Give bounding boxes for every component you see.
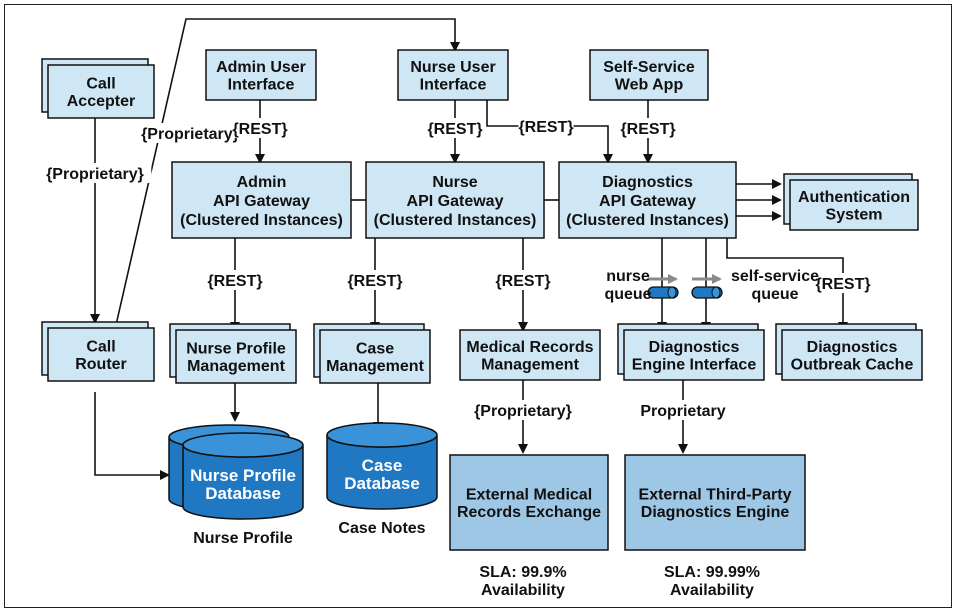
label-rest-nurse-profile: {REST} (207, 273, 262, 290)
label-rest-cache: {REST} (815, 276, 870, 293)
label-rest-nurse-diag: {REST} (518, 119, 573, 136)
diagram-frame (4, 4, 952, 608)
label-rest-medical: {REST} (495, 273, 550, 290)
connector-labels: {Proprietary}{Proprietary}{REST}{REST}{R… (38, 116, 871, 599)
sla-medical: SLA: 99.9%Availability (479, 564, 566, 599)
router-to-nurse-db (94, 392, 170, 480)
label-rest-admin: {REST} (232, 121, 287, 138)
nurse-queue-icon (647, 286, 679, 299)
label-rest-self: {REST} (620, 121, 675, 138)
nurse-profile-db-caption: Nurse Profile (193, 530, 293, 547)
label-proprietary-router: {Proprietary} (141, 126, 239, 143)
diag-gw-to-cache (726, 238, 848, 332)
label-proprietary-accepter: {Proprietary} (46, 166, 144, 183)
case-db-caption: Case Notes (338, 520, 425, 537)
sla-diag: SLA: 99.99%Availability (664, 564, 760, 599)
label-rest-case: {REST} (347, 273, 402, 290)
label-proprietary-medical: {Proprietary} (474, 403, 572, 420)
self-service-queue-icon (691, 286, 723, 299)
label-proprietary-engine: Proprietary (640, 403, 725, 420)
label-rest-nurse: {REST} (427, 121, 482, 138)
